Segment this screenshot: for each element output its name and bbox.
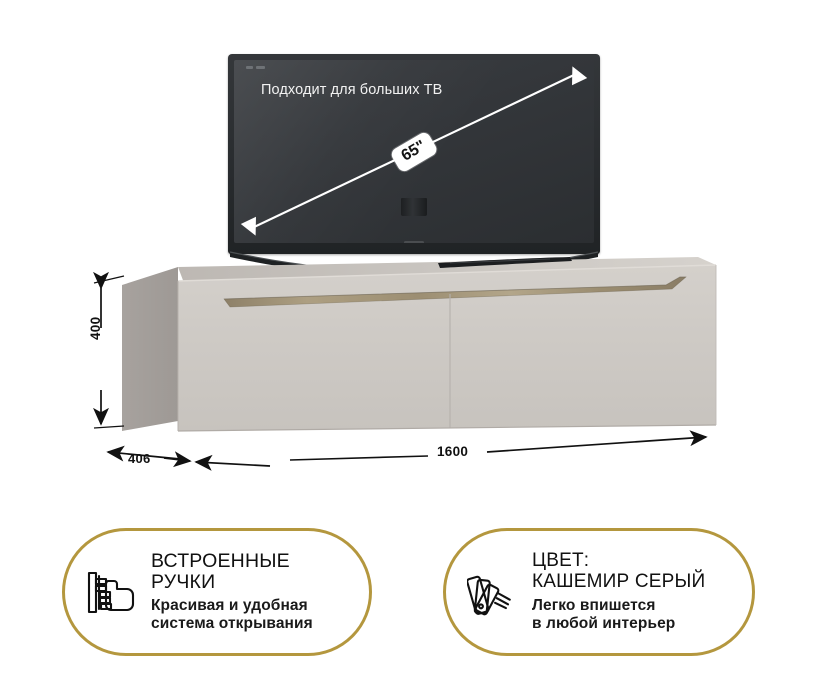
feature-title: ВСТРОЕННЫЕ РУЧКИ [151, 549, 369, 594]
dimension-height-label: 400 [88, 316, 103, 340]
feature-badge-built-in-handles[interactable]: ВСТРОЕННЫЕ РУЧКИ Красивая и удобная сист… [62, 528, 372, 656]
tv-stand-cabinet [120, 255, 720, 441]
dimension-width-label: 1600 [437, 444, 469, 459]
tv-ir-sensor-icon [404, 241, 424, 243]
television: Подходит для больших ТВ 65" [228, 54, 600, 254]
feature-sub-line2: в любой интерьер [532, 614, 676, 632]
feature-title: ЦВЕТ: КАШЕМИР СЕРЫЙ [532, 551, 752, 592]
cabinet-front [178, 265, 716, 431]
feature-badges: ВСТРОЕННЫЕ РУЧКИ Красивая и удобная сист… [0, 525, 816, 660]
cabinet-side-panel [122, 267, 178, 431]
feature-title-line1: ЦВЕТ: [532, 550, 590, 572]
hand-grip-handle-icon [83, 563, 141, 621]
feature-subtitle: Легко впишется в любой интерьер [532, 597, 752, 633]
feature-sub-line1: Красивая и удобная [151, 597, 308, 615]
feature-badge-color[interactable]: ЦВЕТ: КАШЕМИР СЕРЫЙ Легко впишется в люб… [443, 528, 755, 656]
feature-title-line2: КАШЕМИР СЕРЫЙ [532, 571, 706, 593]
feature-sub-line1: Легко впишется [532, 596, 656, 614]
feature-title-line2: РУЧКИ [151, 571, 216, 594]
feature-badge-text: ВСТРОЕННЫЕ РУЧКИ Красивая и удобная сист… [151, 549, 369, 633]
dimension-depth-label: 406 [128, 451, 151, 466]
tv-stand-neck [401, 198, 427, 216]
feature-title-line1: ВСТРОЕННЫЕ [151, 549, 290, 572]
color-swatch-fan-icon [464, 563, 522, 621]
feature-badge-text: ЦВЕТ: КАШЕМИР СЕРЫЙ Легко впишется в люб… [532, 551, 752, 632]
feature-sub-line2: система открывания [151, 615, 313, 633]
feature-subtitle: Красивая и удобная система открывания [151, 597, 369, 633]
cabinet-handle-groove [224, 277, 686, 307]
